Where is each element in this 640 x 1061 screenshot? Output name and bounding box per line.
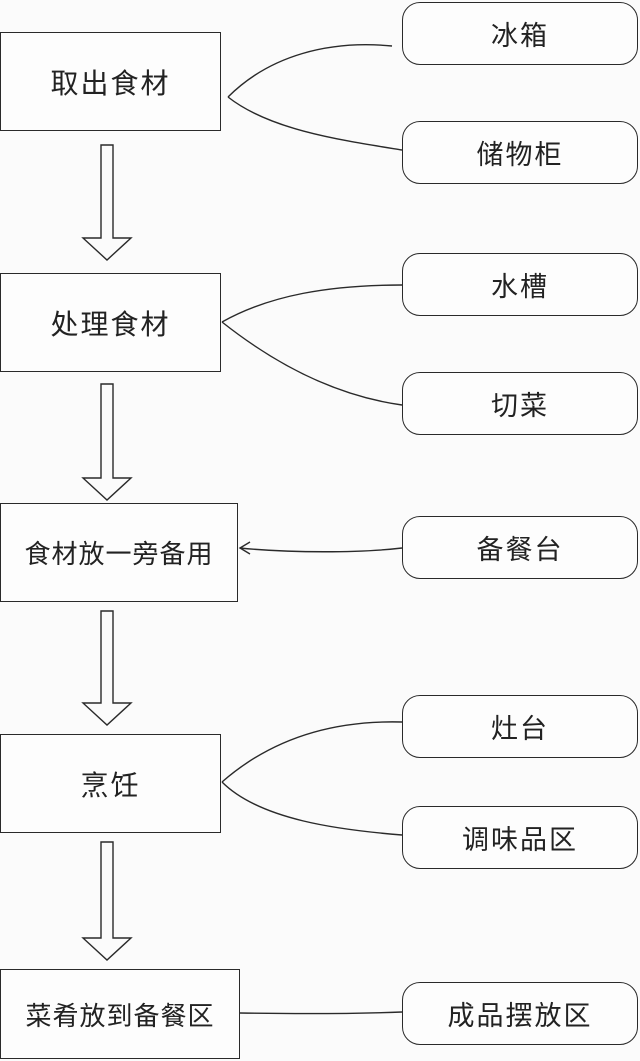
location-label: 备餐台 — [476, 535, 564, 566]
step-label: 取出食材 — [50, 66, 171, 100]
location-label: 灶台 — [491, 714, 549, 745]
step-cook: 烹饪 — [0, 734, 221, 833]
location-prep-counter: 备餐台 — [402, 516, 638, 579]
location-label: 调味品区 — [462, 825, 578, 856]
location-sink: 水槽 — [402, 253, 638, 316]
connector-cutting — [221, 321, 403, 406]
arrow-down-2 — [81, 383, 133, 501]
location-seasoning: 调味品区 — [402, 806, 638, 869]
connector-prep-arrowhead — [238, 541, 251, 555]
location-stove: 灶台 — [402, 695, 638, 758]
location-label: 切菜 — [491, 391, 549, 422]
location-cabinet: 储物柜 — [402, 121, 638, 184]
location-fridge: 冰箱 — [402, 2, 638, 65]
connector-cabinet — [227, 96, 403, 151]
connector-fridge — [227, 44, 393, 98]
step-set-aside: 食材放一旁备用 — [0, 503, 238, 602]
connector-serving — [239, 1011, 403, 1015]
step-process-ingredients: 处理食材 — [0, 273, 221, 372]
connector-stove — [221, 721, 403, 783]
arrow-down-3 — [81, 610, 133, 726]
location-serving-area: 成品摆放区 — [402, 982, 638, 1045]
location-cutting: 切菜 — [402, 372, 638, 435]
step-label: 烹饪 — [80, 768, 141, 802]
step-take-ingredients: 取出食材 — [0, 32, 221, 131]
location-label: 成品摆放区 — [447, 1001, 593, 1032]
connector-sink — [221, 284, 403, 323]
location-label: 水槽 — [491, 272, 549, 303]
step-label: 食材放一旁备用 — [24, 540, 214, 570]
location-label: 储物柜 — [476, 140, 564, 171]
step-serve: 菜肴放到备餐区 — [0, 969, 240, 1059]
connector-seasoning — [221, 781, 403, 836]
connector-prep-counter — [239, 547, 403, 553]
arrow-down-4 — [81, 841, 133, 961]
step-label: 菜肴放到备餐区 — [25, 1001, 215, 1032]
arrow-down-1 — [81, 144, 133, 261]
step-label: 处理食材 — [50, 307, 171, 341]
location-label: 冰箱 — [491, 21, 549, 52]
